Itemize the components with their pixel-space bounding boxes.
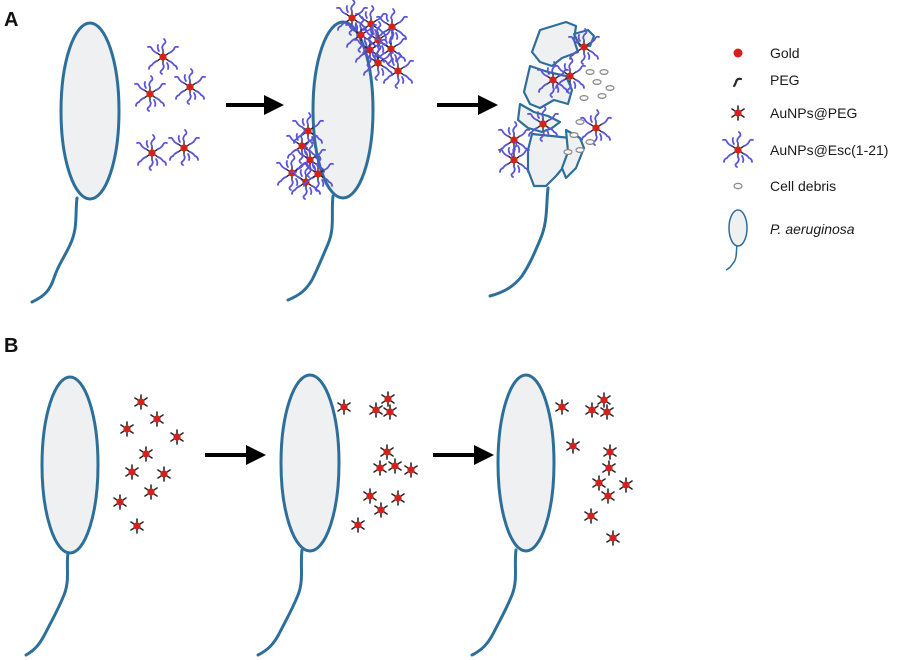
legend-label-aunp-esc: AuNPs@Esc(1-21) <box>770 142 888 158</box>
aunp-peg-icon <box>731 105 745 121</box>
aunp-peg-cluster-b1 <box>113 394 184 534</box>
legend-item-cell-debris: Cell debris <box>733 178 836 194</box>
legend-label-bacterium: P. aeruginosa <box>770 221 855 237</box>
legend-item-aunp-peg: AuNPs@PEG <box>731 105 857 121</box>
cell-debris-icon <box>733 182 743 190</box>
gold-dot-icon <box>733 48 743 58</box>
aunp-peg-cluster-b3 <box>555 392 633 546</box>
legend-item-gold: Gold <box>733 45 800 61</box>
panel-label-a: A <box>4 9 18 31</box>
aunp-peg-cluster-b2 <box>337 391 418 533</box>
legend: Gold PEG AuNPs@PEG AuNPs@Esc(1-21) Cell … <box>722 45 888 271</box>
bacterium-a2 <box>286 20 375 302</box>
legend-item-bacterium: P. aeruginosa <box>725 209 855 271</box>
legend-label-aunp-peg: AuNPs@PEG <box>770 105 857 121</box>
bacterium-a1 <box>30 21 121 304</box>
legend-item-aunp-esc: AuNPs@Esc(1-21) <box>722 131 888 168</box>
panel-label-b: B <box>4 335 18 357</box>
bacterium-b3 <box>470 373 556 657</box>
legend-label-peg: PEG <box>770 72 800 88</box>
legend-label-gold: Gold <box>770 45 800 61</box>
aunp-esc-cluster-a1 <box>134 38 206 171</box>
lysed-bacterium-a3 <box>488 20 596 298</box>
bacterium-icon <box>725 209 748 271</box>
legend-label-cell-debris: Cell debris <box>770 178 836 194</box>
legend-item-peg: PEG <box>732 72 800 88</box>
peg-chain-icon <box>732 77 743 88</box>
bacterium-b1 <box>24 375 100 657</box>
aunp-esc-icon <box>722 131 754 168</box>
bacterium-b2 <box>256 373 341 657</box>
